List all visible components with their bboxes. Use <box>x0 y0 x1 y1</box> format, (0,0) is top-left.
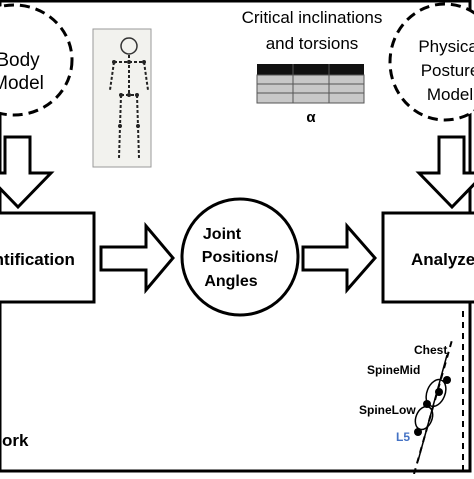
arrow-joints-to-analyzer <box>301 222 377 294</box>
spine-label-spinelow: SpineLow <box>359 403 416 417</box>
body-model-node <box>0 3 74 117</box>
joint-positions-label-line3: Angles <box>204 273 257 290</box>
joint-spinemid <box>435 388 443 396</box>
posture-model-label-line3: Model <box>427 85 473 104</box>
identification-node <box>0 211 96 304</box>
critical-angles-table <box>256 64 365 104</box>
skeleton-head <box>120 37 138 55</box>
identification-label: Identification <box>0 250 75 269</box>
arrow-body-to-identification <box>0 135 55 210</box>
body-model-label-line2: Model <box>0 73 44 94</box>
alpha-label: α <box>306 109 316 126</box>
joint-positions-label-line1: Joint <box>203 226 242 243</box>
spine-label-l5: L5 <box>396 430 410 444</box>
table-caption-line1: Critical inclinations <box>242 8 383 27</box>
arrow-identification-to-joints <box>99 221 175 295</box>
body-model-label-line1: Body <box>0 50 40 71</box>
physical-posture-model-node <box>388 2 474 122</box>
joint-chest <box>443 376 451 384</box>
analyzer-label: Analyzer <box>411 250 474 269</box>
skeleton-thumbnail <box>92 28 152 168</box>
joint-spinelow <box>423 400 431 408</box>
joint-positions-label-line2: Positions/ <box>202 249 279 266</box>
analyzer-node <box>381 211 474 304</box>
posture-model-label-line2: Posture <box>421 61 474 80</box>
posture-model-label-line1: Physical <box>418 37 474 56</box>
spine-label-chest: Chest <box>414 343 447 357</box>
spine-diagram <box>413 311 464 475</box>
spine-label-spinemid: SpineMid <box>367 363 420 377</box>
footer-fragment: ork <box>2 431 29 450</box>
joint-positions-node <box>180 197 300 317</box>
joint-l5 <box>414 428 422 436</box>
table-caption-line2: and torsions <box>266 34 359 53</box>
arrow-posture-to-analyzer <box>415 135 474 210</box>
